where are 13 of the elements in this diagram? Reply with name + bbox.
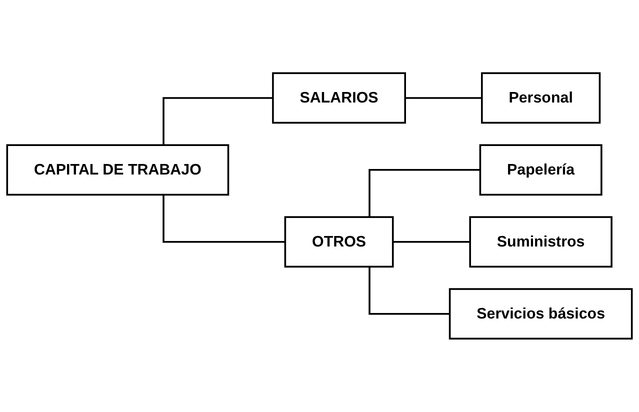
node-box: Servicios básicos <box>448 288 633 340</box>
node-box: Suministros <box>469 216 612 268</box>
connector <box>162 97 273 146</box>
connector <box>404 97 482 99</box>
node-box: OTROS <box>284 216 394 268</box>
node-box: Papelería <box>479 144 602 196</box>
connector <box>162 194 286 243</box>
node-box: SALARIOS <box>272 72 406 124</box>
connector <box>368 169 480 218</box>
node-box: Personal <box>481 72 601 124</box>
node-box: CAPITAL DE TRABAJO <box>6 144 230 196</box>
connector <box>392 241 470 243</box>
connector <box>368 266 450 315</box>
